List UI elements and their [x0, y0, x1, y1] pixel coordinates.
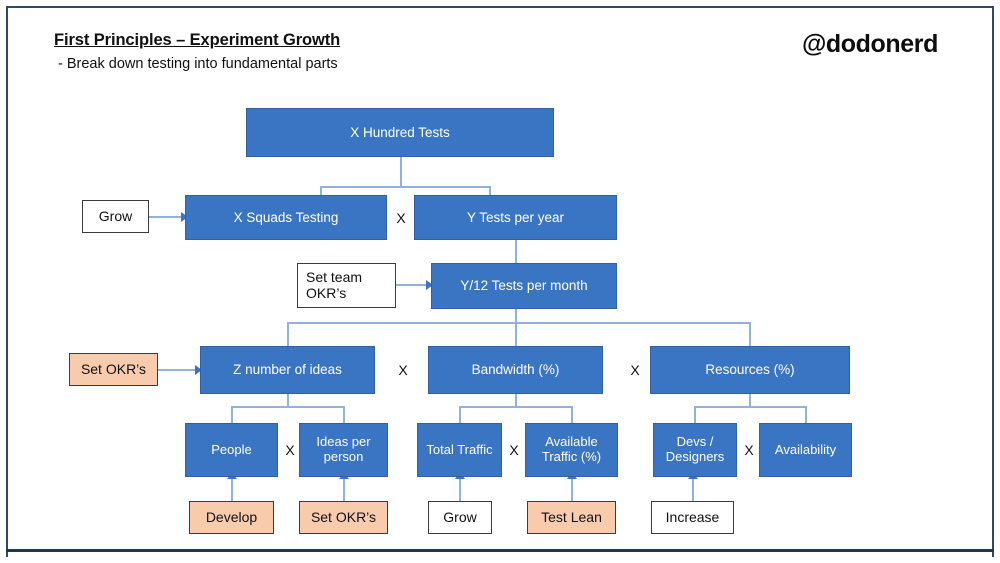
connector-grow-traffic-up: [459, 477, 461, 501]
action-label: Grow: [98, 207, 133, 224]
arrowhead-setteamokrs-to-month: [426, 280, 433, 290]
action-label: Develop: [205, 508, 258, 525]
connector-availability-drop: [805, 406, 807, 423]
slide-frame-bottom: [6, 549, 994, 552]
node-label: Ideas per person: [316, 434, 371, 464]
connector-available-traffic-drop: [571, 406, 573, 423]
node-ideas-per-person[interactable]: Ideas per person: [299, 423, 388, 477]
connector-grow-to-squads: [149, 216, 185, 218]
connector-resources-down: [749, 394, 751, 407]
operator-times-row4-a: X: [398, 362, 408, 378]
operator-times-row5-b: X: [509, 442, 519, 458]
node-label: X Squads Testing: [233, 209, 339, 225]
node-availability[interactable]: Availability: [759, 423, 852, 477]
action-develop[interactable]: Develop: [189, 501, 274, 534]
connector-total-traffic-drop: [459, 406, 461, 423]
connector-row4-bar: [287, 322, 750, 324]
connector-develop-up: [231, 477, 233, 501]
action-label: Test Lean: [541, 508, 602, 525]
page-title: First Principles – Experiment Growth: [54, 31, 341, 49]
slide-frame-left: [6, 6, 8, 557]
connector-bandwidth-down: [515, 394, 517, 407]
connector-month-down: [515, 309, 517, 323]
node-y12-tests-per-month[interactable]: Y/12 Tests per month: [431, 263, 617, 309]
node-label: Bandwidth (%): [471, 362, 560, 378]
node-bandwidth[interactable]: Bandwidth (%): [428, 346, 603, 394]
node-total-traffic[interactable]: Total Traffic: [417, 423, 502, 477]
node-resources[interactable]: Resources (%): [650, 346, 850, 394]
connector-resources-bar: [694, 406, 806, 408]
page-subtitle: - Break down testing into fundamental pa…: [58, 56, 338, 72]
connector-row2-bar: [320, 186, 490, 188]
node-people[interactable]: People: [185, 423, 278, 477]
slide-frame-top: [6, 6, 994, 8]
slide-frame-right: [992, 6, 994, 557]
action-grow-squads[interactable]: Grow: [82, 200, 149, 233]
node-label: Z number of ideas: [233, 362, 342, 378]
connector-devs-drop: [694, 406, 696, 423]
connector-row4-left-drop: [287, 322, 289, 346]
action-label: Set OKR’s: [310, 508, 377, 525]
connector-row2-right-drop: [489, 186, 491, 196]
connector-people-drop: [231, 406, 233, 423]
node-label: Y Tests per year: [466, 209, 565, 225]
action-set-team-okrs[interactable]: Set team OKR’s: [297, 263, 396, 308]
connector-test-lean-up: [571, 477, 573, 501]
connector-setteamokrs-to-month: [396, 284, 431, 286]
action-set-okrs-ideas[interactable]: Set OKR’s: [69, 353, 158, 386]
connector-ideas-per-person-drop: [343, 406, 345, 423]
node-z-number-of-ideas[interactable]: Z number of ideas: [200, 346, 375, 394]
connector-root-down: [400, 157, 402, 187]
action-label: Set OKR’s: [80, 360, 147, 377]
node-available-traffic[interactable]: Available Traffic (%): [525, 423, 618, 477]
node-label: Y/12 Tests per month: [460, 278, 588, 294]
node-label: Availability: [774, 441, 837, 457]
node-label: Resources (%): [705, 362, 795, 378]
operator-times-row5-c: X: [744, 442, 754, 458]
node-devs-designers[interactable]: Devs / Designers: [653, 423, 737, 477]
connector-ideas-bar: [231, 406, 344, 408]
action-label: Increase: [665, 508, 720, 525]
node-label: Total Traffic: [426, 441, 493, 457]
operator-times-row2: X: [396, 210, 406, 226]
action-set-okrs-ideas-per-person[interactable]: Set OKR’s: [299, 501, 388, 534]
node-label: Devs / Designers: [665, 434, 725, 464]
node-label: X Hundred Tests: [350, 124, 450, 140]
node-label: Available Traffic (%): [541, 434, 602, 464]
connector-setokrs-to-ideas: [158, 369, 200, 371]
action-label: Set team OKR’s: [306, 268, 363, 301]
connector-ideas-down: [287, 394, 289, 407]
connector-year-to-month: [515, 240, 517, 263]
node-y-tests-per-year[interactable]: Y Tests per year: [414, 195, 617, 240]
action-grow-traffic[interactable]: Grow: [428, 501, 492, 534]
action-label: Grow: [443, 508, 477, 525]
connector-row2-left-drop: [320, 186, 322, 196]
connector-row4-mid-drop: [515, 322, 517, 346]
node-x-hundred-tests[interactable]: X Hundred Tests: [246, 108, 554, 157]
node-x-squads-testing[interactable]: X Squads Testing: [185, 195, 387, 240]
action-increase[interactable]: Increase: [651, 501, 734, 534]
arrowhead-grow-to-squads: [181, 212, 188, 222]
connector-row4-right-drop: [749, 322, 751, 346]
action-test-lean[interactable]: Test Lean: [527, 501, 616, 534]
operator-times-row4-b: X: [630, 362, 640, 378]
connector-increase-up: [692, 477, 694, 501]
connector-setokrs-ipp-up: [343, 477, 345, 501]
author-handle: @dodonerd: [801, 30, 938, 58]
node-label: People: [211, 441, 252, 457]
operator-times-row5-a: X: [285, 442, 295, 458]
connector-bandwidth-bar: [459, 406, 572, 408]
arrowhead-setokrs-to-ideas: [195, 365, 202, 375]
